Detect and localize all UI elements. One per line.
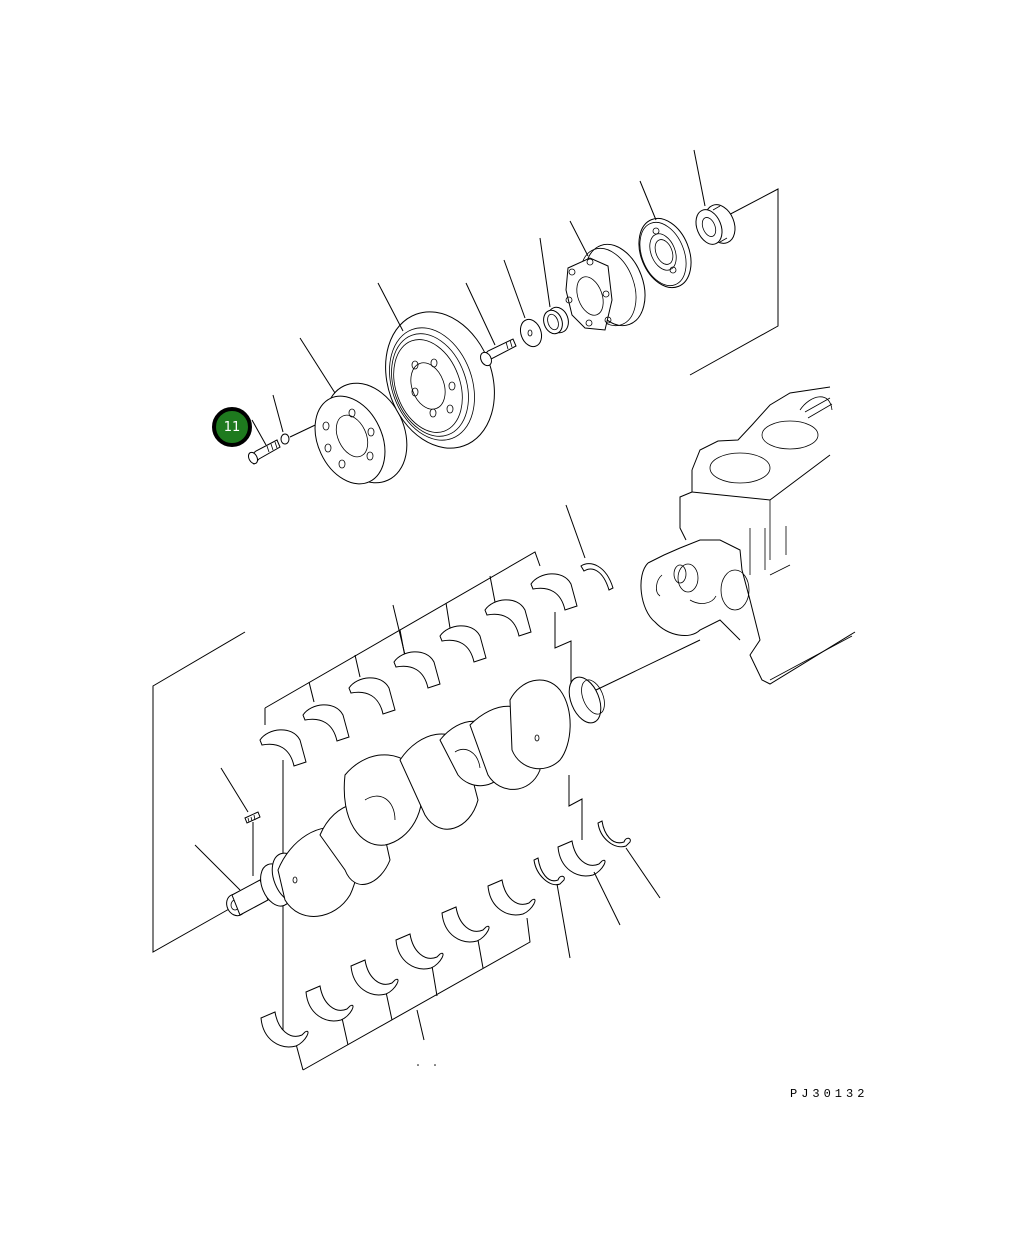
upper-bearing-shell (348, 677, 396, 715)
mark-dot (434, 1064, 436, 1066)
mark-dot (417, 1064, 419, 1066)
lower-bearing-shell (350, 959, 399, 996)
drawing-code: PJ30132 (790, 1087, 869, 1101)
upper-bearing-shell (393, 651, 441, 689)
lower-bearing-shell (260, 1011, 309, 1048)
crank-pulley-bolt[interactable] (247, 419, 281, 465)
leader-zigzag-upper (554, 612, 572, 690)
upper-bearing-shell (530, 573, 578, 611)
lower-main-bearings (260, 840, 606, 1071)
lower-bearing-shell (557, 840, 606, 877)
upper-bearing-shell (439, 625, 487, 663)
front-end-group (247, 149, 779, 485)
callout-badge[interactable]: 11 (212, 407, 252, 447)
leader-zigzag-lower (568, 775, 583, 840)
center-bolt (465, 282, 517, 367)
key (244, 811, 261, 824)
thrust-bearings-lower (533, 820, 661, 959)
upper-bearing-shell (302, 704, 350, 742)
thrust-bearing-upper (565, 504, 614, 591)
upper-bearing-shell (259, 729, 307, 767)
damper-pulley (377, 282, 495, 449)
oil-seal-collar (539, 237, 569, 335)
crank-gear (638, 180, 692, 289)
lower-bearing-shell (395, 933, 444, 970)
crank-pulley (299, 337, 408, 485)
timing-gear (693, 149, 736, 245)
lower-bearing-shell (305, 985, 354, 1022)
hub-adapter (565, 220, 646, 331)
upper-bearing-shell (484, 599, 532, 637)
cylinder-block (640, 386, 856, 685)
crankshaft (152, 631, 701, 1035)
thrust-washer (503, 259, 543, 348)
lower-bearing-shell (487, 879, 536, 916)
upper-main-bearings (259, 551, 578, 767)
lower-bearing-shell (441, 906, 490, 943)
